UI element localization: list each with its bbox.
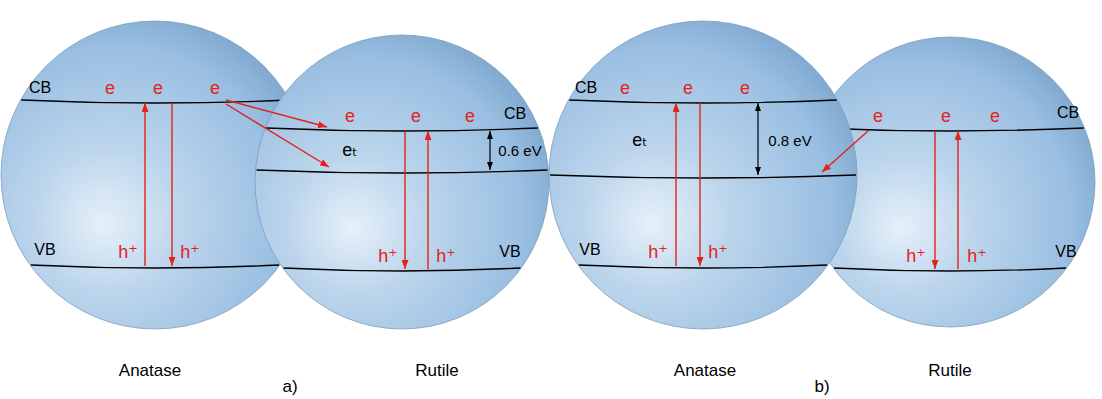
particle-sphere: eeeCBeₜ0.6 eVVBh⁺h⁺Rutile	[254, 34, 550, 330]
band-label: VB	[579, 242, 600, 258]
band-label: e	[683, 79, 693, 97]
transition-arrow	[144, 103, 145, 266]
transition-arrow	[171, 103, 172, 266]
gap-arrow	[757, 103, 758, 175]
sphere-shape	[0, 20, 310, 330]
band-label: h⁺	[967, 247, 987, 265]
panel-label: b)	[814, 378, 829, 395]
band-label: e	[153, 79, 163, 97]
transition-arrow	[675, 103, 676, 266]
band-label: e	[210, 79, 220, 97]
band-label: eₜ	[342, 141, 357, 159]
band-label: VB	[34, 242, 55, 258]
panel-label: a)	[282, 378, 297, 395]
sphere-shape	[548, 20, 858, 330]
band-line	[266, 128, 538, 131]
transition-arrow	[957, 131, 958, 269]
band-label: 0.8 eV	[768, 133, 811, 148]
band-label: h⁺	[118, 243, 138, 261]
phase-name: Rutile	[928, 362, 971, 379]
phase-name: Anatase	[119, 362, 181, 379]
band-label: h⁺	[906, 247, 926, 265]
sphere-shape	[804, 36, 1096, 328]
band-label: e	[345, 107, 355, 125]
band-label: e	[873, 107, 883, 125]
band-line	[256, 170, 547, 173]
band-label: CB	[504, 106, 526, 122]
sphere-body	[805, 37, 1095, 327]
sphere-shape	[254, 34, 550, 330]
band-label: e	[465, 107, 475, 125]
band-label: VB	[1055, 244, 1076, 260]
band-label: e	[105, 79, 115, 97]
transition-arrow	[427, 131, 428, 269]
band-label: VB	[499, 244, 520, 260]
band-label: e	[740, 79, 750, 97]
band-label: CB	[29, 80, 51, 96]
gap-arrow	[489, 131, 490, 170]
band-line	[579, 265, 827, 268]
band-label: CB	[1057, 105, 1079, 121]
band-line	[816, 128, 1083, 131]
band-line	[834, 268, 1066, 271]
transition-arrow	[934, 131, 935, 269]
band-line	[284, 268, 521, 271]
particle-sphere: CBeeeVBh⁺h⁺Anatase	[0, 20, 310, 330]
phase-name: Anatase	[674, 362, 736, 379]
band-line	[21, 100, 288, 103]
band-label: h⁺	[708, 243, 728, 261]
band-label: 0.6 eV	[498, 143, 541, 158]
particle-sphere: eeeCBVBh⁺h⁺Rutile	[804, 36, 1096, 328]
particle-sphere: CBeeeeₜ0.8 eVVBh⁺h⁺Anatase	[548, 20, 858, 330]
sphere-body	[255, 35, 549, 329]
transition-arrow	[699, 103, 700, 266]
band-label: h⁺	[436, 247, 456, 265]
band-label: h⁺	[378, 247, 398, 265]
band-label: e	[620, 79, 630, 97]
transition-arrow	[404, 131, 405, 269]
band-label: h⁺	[648, 243, 668, 261]
phase-name: Rutile	[415, 362, 458, 379]
band-label: CB	[575, 80, 597, 96]
band-label: eₜ	[632, 131, 647, 149]
band-line	[569, 100, 836, 103]
band-label: e	[411, 107, 421, 125]
sphere-body	[549, 21, 857, 329]
band-line	[31, 265, 279, 268]
band-label: e	[941, 107, 951, 125]
band-label: h⁺	[180, 243, 200, 261]
band-line	[550, 175, 856, 178]
band-label: e	[990, 107, 1000, 125]
